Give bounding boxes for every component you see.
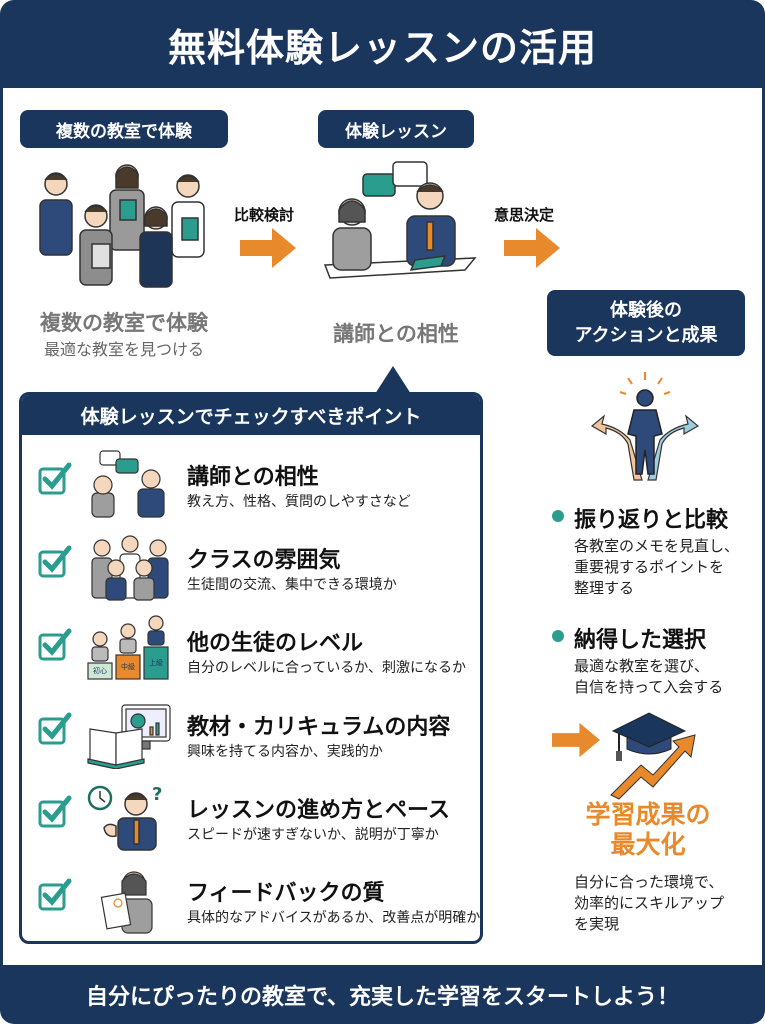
after-item-title: 納得した選択 [574, 628, 707, 653]
result-title-line1: 学習成果の [585, 800, 711, 829]
checklist-item-title: レッスンの進め方とペース [187, 798, 450, 823]
after-item-sub: 重要視するポイントを [574, 558, 725, 576]
conversation-icon [91, 450, 165, 518]
callout-tail [375, 366, 411, 394]
footer-banner: 自分にぴったりの教室で、充実した学習をスタートしよう！ [85, 984, 680, 1010]
after-item-sub: 整理する [574, 579, 635, 597]
checklist-item-title: フィードバックの質 [187, 881, 385, 906]
checklist-item-title: クラスの雰囲気 [187, 548, 341, 573]
class-group-icon [91, 535, 169, 601]
step1-caption-sub: 最適な教室を見つける [43, 340, 204, 359]
after-item-sub: 最適な教室を選び、 [574, 657, 710, 675]
feedback-document-icon [100, 871, 153, 934]
after-pill-line1: 体験後の [610, 300, 682, 321]
checklist-item: 講師との相性 教え方、性格、質問のしやすさなど [22, 445, 480, 525]
arrow-right-icon [504, 228, 560, 268]
checklist-panel: 体験レッスンでチェックすべきポイント 講師との相性 教え方、性格、質問のしやすさ… [19, 392, 483, 944]
level-podium-icon: 初心 中級 上級 [86, 615, 174, 685]
result-title: 学習成果の 最大化 [553, 800, 743, 860]
bullet-dot [552, 630, 564, 642]
checkbox-checked-icon [38, 462, 72, 495]
checklist-item-sub: スピードが速すぎないか、説明が丁寧か [187, 827, 439, 843]
bullet-dot [552, 510, 564, 522]
level-label: 中級 [121, 663, 135, 671]
arrow-right-icon [552, 722, 600, 758]
step2-caption: 講師との相性 [333, 322, 459, 346]
after-item-title: 振り返りと比較 [574, 508, 729, 533]
crossroads-person-icon [590, 372, 700, 481]
step2-pill: 体験レッスン [318, 110, 474, 148]
teacher-student-talk-icon [323, 161, 477, 279]
checklist-item-sub: 教え方、性格、質問のしやすさなど [187, 494, 411, 510]
arrow1-label: 比較検討 [234, 206, 295, 224]
checklist-item: クラスの雰囲気 生徒間の交流、集中できる環境か [22, 528, 480, 608]
textbook-monitor-icon [87, 704, 171, 769]
level-label: 初心 [93, 667, 107, 675]
after-pill: 体験後の アクションと成果 [547, 290, 745, 356]
arrow-right-icon [240, 228, 296, 268]
result-title-line2: 最大化 [610, 830, 686, 859]
svg-text:?: ? [152, 784, 162, 805]
checklist-item: ? レッスンの進め方とペース スピードが速すぎないか、説明が丁寧か [22, 778, 480, 858]
result-sub: 効率的にスキルアップ [574, 894, 725, 912]
checklist-item-title: 講師との相性 [187, 465, 319, 490]
checklist-item-sub: 自分のレベルに合っているか、刺激になるか [187, 660, 467, 676]
after-item-sub: 各教室のメモを見直し、 [574, 537, 740, 555]
page-title: 無料体験レッスンの活用 [167, 25, 597, 70]
clock-teacher-icon: ? [87, 784, 162, 851]
group-of-students-icon [39, 164, 205, 288]
result-sub: を実現 [574, 915, 620, 933]
checklist-item: フィードバックの質 具体的なアドバイスがあるか、改善点が明確か [22, 861, 480, 941]
checklist-item-title: 他の生徒のレベル [187, 631, 364, 656]
checklist-item-sub: 具体的なアドバイスがあるか、改善点が明確か [187, 910, 481, 926]
checklist-item-title: 教材・カリキュラムの内容 [187, 715, 451, 740]
level-label: 上級 [149, 659, 163, 667]
graduation-growth-icon [610, 712, 696, 800]
step1-pill: 複数の教室で体験 [20, 110, 228, 148]
checkbox-checked-icon [38, 878, 72, 911]
result-sub: 自分に合った環境で、 [574, 873, 724, 891]
after-item-sub: 自信を持って入会する [574, 678, 724, 696]
arrow2-label: 意思決定 [494, 206, 555, 224]
checklist-item: 教材・カリキュラムの内容 興味を持てる内容か、実践的か [22, 695, 480, 775]
after-pill-line2: アクションと成果 [574, 325, 718, 346]
checklist-item: 初心 中級 上級 他の生徒のレベル 自分のレベルに合っているか、刺激になるか [22, 611, 480, 691]
checkbox-checked-icon [38, 545, 72, 578]
checkbox-checked-icon [38, 712, 72, 745]
step1-caption-main: 複数の教室で体験 [40, 311, 208, 335]
checkbox-checked-icon [38, 795, 72, 828]
checklist-item-sub: 生徒間の交流、集中できる環境か [187, 577, 397, 593]
checklist-title: 体験レッスンでチェックすべきポイント [22, 395, 480, 435]
checklist-item-sub: 興味を持てる内容か、実践的か [187, 744, 383, 760]
checkbox-checked-icon [38, 628, 72, 661]
